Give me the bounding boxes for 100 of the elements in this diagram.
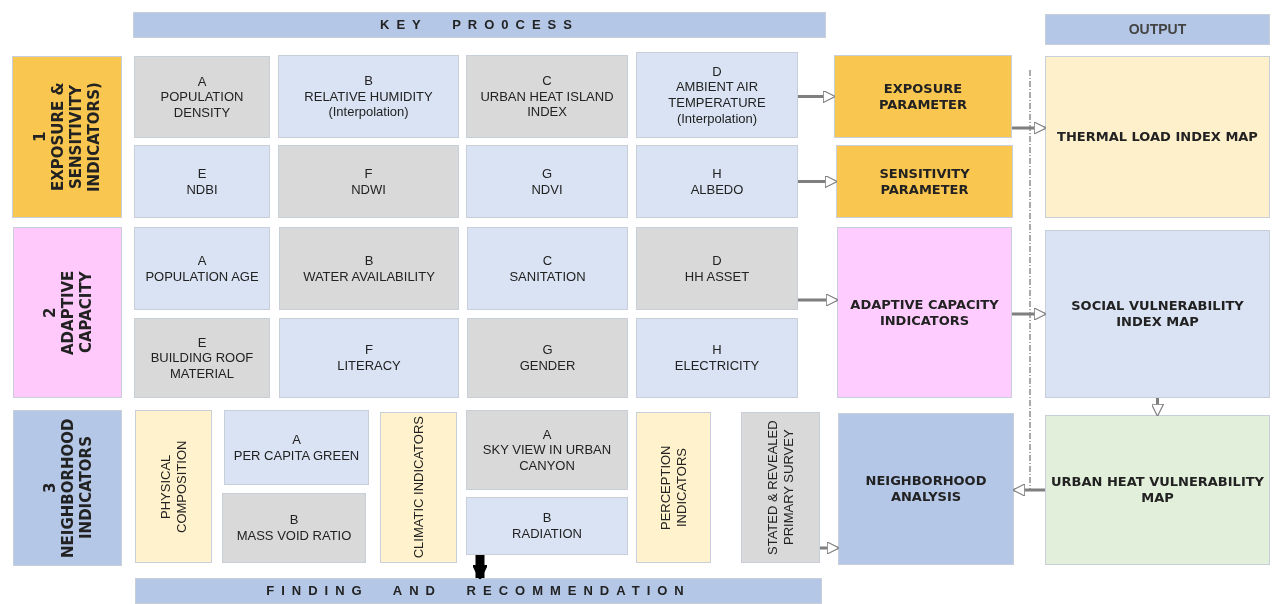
indicator-label: SANITATION xyxy=(509,268,586,285)
result-label: SENSITIVITY PARAMETER xyxy=(878,165,971,198)
indicator-label: NDVI xyxy=(531,181,563,198)
result-label: SOCIAL VULNERABILITY INDEX MAP xyxy=(1070,298,1245,330)
result-box xyxy=(837,227,1012,398)
row-heading: EXPOSURE & SENSITIVITY INDICATORS) xyxy=(49,81,103,194)
arrow xyxy=(472,555,488,581)
arrow xyxy=(1012,307,1047,321)
indicator-box xyxy=(134,318,270,398)
indicator-label: AMBIENT AIR TEMPERATURE (Interpolation) xyxy=(667,79,767,127)
indicator-box xyxy=(467,318,628,398)
arrow xyxy=(798,174,838,189)
result-box xyxy=(838,413,1014,565)
row-heading: ADAPTIVE CAPACITY xyxy=(58,269,95,357)
result-box xyxy=(1045,415,1270,565)
indicator-letter: A xyxy=(542,426,552,443)
indicator-label: BUILDING ROOF MATERIAL xyxy=(149,350,255,382)
indicator-letter: E xyxy=(197,165,207,182)
indicator-box xyxy=(466,497,628,555)
indicator-label: POPULATION AGE xyxy=(145,268,259,285)
category-box xyxy=(741,412,820,563)
row-number: 3 xyxy=(40,482,59,494)
category-label: PERCEPTION INDICATORS xyxy=(657,444,690,532)
indicator-label: SKY VIEW IN URBAN CANYON xyxy=(481,442,613,474)
section-heading: FINDING AND RECOMMENDATION xyxy=(266,583,691,599)
indicator-letter: C xyxy=(542,252,553,269)
category-label: STATED & REVEALED PRIMARY SURVEY xyxy=(764,419,797,557)
indicator-box xyxy=(224,410,369,485)
result-box xyxy=(1045,230,1270,398)
indicator-letter: G xyxy=(542,342,553,358)
indicator-box xyxy=(134,56,270,138)
row-heading-box xyxy=(13,227,122,398)
indicator-letter: F xyxy=(365,342,373,358)
indicator-label: ELECTRICITY xyxy=(674,358,760,374)
indicator-letter: A xyxy=(197,252,207,269)
result-box xyxy=(1045,56,1270,218)
indicator-letter: D xyxy=(712,252,722,269)
indicator-letter: F xyxy=(364,165,373,182)
indicator-letter: G xyxy=(541,165,553,182)
indicator-label: HH ASSET xyxy=(684,268,750,285)
indicator-box xyxy=(279,227,459,310)
indicator-label: PER CAPITA GREEN xyxy=(233,447,360,464)
section-band xyxy=(135,578,822,604)
arrow xyxy=(820,541,840,555)
indicator-label: WATER AVAILABILITY xyxy=(303,268,435,285)
indicator-label: GENDER xyxy=(519,358,576,374)
section-band xyxy=(133,12,826,38)
indicator-letter: A xyxy=(197,73,207,90)
result-box xyxy=(834,55,1012,138)
indicator-box xyxy=(134,145,270,218)
indicator-label: RADIATION xyxy=(512,526,582,542)
indicator-letter: B xyxy=(289,512,299,528)
indicator-letter: D xyxy=(712,63,722,80)
indicator-label: NDWI xyxy=(351,181,386,198)
indicator-box xyxy=(466,145,628,218)
indicator-label: LITERACY xyxy=(337,358,401,374)
indicator-box xyxy=(466,55,628,138)
arrow xyxy=(798,89,836,104)
indicator-box xyxy=(636,318,798,398)
row-heading-box xyxy=(12,56,122,218)
indicator-box xyxy=(134,227,270,310)
indicator-label: URBAN HEAT ISLAND INDEX xyxy=(479,88,615,120)
indicator-letter: B xyxy=(542,510,552,526)
indicator-box xyxy=(636,145,798,218)
indicator-letter: A xyxy=(292,431,301,448)
category-box xyxy=(636,412,711,563)
indicator-letter: E xyxy=(197,334,207,351)
category-label: PHYSICAL COMPOSITION xyxy=(157,439,190,535)
result-label: NEIGHBORHOOD ANALYSIS xyxy=(864,473,988,505)
indicator-letter: H xyxy=(712,165,722,182)
section-heading: OUTPUT xyxy=(1128,21,1187,38)
arrow xyxy=(798,293,839,307)
indicator-box xyxy=(222,493,366,563)
indicator-box xyxy=(636,52,798,138)
result-label: THERMAL LOAD INDEX MAP xyxy=(1057,129,1258,145)
indicator-letter: H xyxy=(712,342,722,358)
indicator-box xyxy=(466,410,628,490)
row-heading-box xyxy=(13,410,122,566)
indicator-box xyxy=(636,227,798,310)
indicator-box xyxy=(278,55,459,138)
indicator-label: POPULATION DENSITY xyxy=(159,89,245,121)
indicator-label: ALBEDO xyxy=(690,181,744,198)
category-label: CLIMATIC INDICATORS xyxy=(410,416,427,559)
indicator-label: NDBI xyxy=(186,181,218,198)
indicator-box xyxy=(467,227,628,310)
indicator-letter: B xyxy=(364,252,374,269)
result-label: URBAN HEAT VULNERABILITY MAP xyxy=(1050,474,1265,506)
indicator-label: RELATIVE HUMIDITY (Interpolation) xyxy=(303,88,434,120)
indicator-box xyxy=(279,318,459,398)
indicator-letter: B xyxy=(364,73,373,89)
indicator-box xyxy=(278,145,459,218)
arrow xyxy=(1012,121,1047,135)
result-label: EXPOSURE PARAMETER xyxy=(877,80,968,113)
result-box xyxy=(836,145,1013,218)
row-heading: NEIGHBORHOOD INDICATORS xyxy=(58,417,95,560)
result-label: ADAPTIVE CAPACITY INDICATORS xyxy=(849,296,1000,329)
arrow xyxy=(1150,398,1165,417)
category-box xyxy=(135,410,212,563)
row-number: 2 xyxy=(40,307,59,318)
arrow xyxy=(1012,483,1045,497)
